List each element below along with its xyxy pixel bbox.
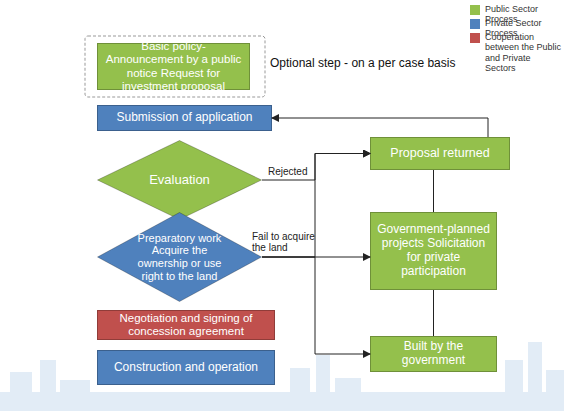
- legend-swatch: [470, 19, 480, 29]
- node-text: Submission of application: [116, 111, 252, 125]
- legend-text: Cooperation between the Public and Priva…: [485, 32, 562, 73]
- optional-step-frame: [85, 36, 265, 97]
- legend-swatch: [470, 5, 480, 15]
- legend-swatch: [470, 33, 480, 43]
- edge-label: Fail to acquire the land: [252, 231, 318, 253]
- node-text: Basic policy-Announcement by a public no…: [104, 40, 243, 93]
- diamond-shape: [98, 213, 262, 302]
- public-process-box: Built by the government: [370, 336, 497, 372]
- flow-connector: [272, 118, 488, 137]
- public-process-box: Basic policy-Announcement by a public no…: [97, 43, 250, 90]
- flow-connector: [433, 290, 434, 336]
- private-process-box: Submission of application: [97, 105, 272, 131]
- public-process-box: Government-planned projects Solicitation…: [370, 212, 497, 290]
- node-text: Evaluation: [149, 173, 210, 188]
- diamond-shape: [98, 141, 262, 220]
- flow-connector: [262, 154, 370, 181]
- flow-connector: [262, 257, 370, 258]
- node-text: Built by the government: [377, 340, 490, 368]
- node-text: Preparatory work Acquire the ownership o…: [137, 232, 222, 283]
- note-label: Optional step - on a per case basis: [270, 56, 470, 70]
- public-process-box: Proposal returned: [370, 137, 510, 170]
- cooperation-box: Negotiation and signing of concession ag…: [97, 310, 275, 340]
- decision-diamond: Evaluation: [97, 140, 262, 220]
- decision-diamond: Preparatory work Acquire the ownership o…: [97, 212, 262, 302]
- flow-connector: [262, 257, 370, 354]
- flow-connector: [433, 170, 434, 212]
- node-text: Construction and operation: [114, 361, 258, 375]
- legend-row: Cooperation between the Public and Priva…: [470, 32, 562, 73]
- edge-label: Rejected: [268, 166, 328, 177]
- node-text: Proposal returned: [390, 146, 489, 160]
- node-text: Negotiation and signing of concession ag…: [104, 312, 268, 338]
- private-process-box: Construction and operation: [97, 350, 275, 385]
- node-text: Government-planned projects Solicitation…: [377, 223, 490, 278]
